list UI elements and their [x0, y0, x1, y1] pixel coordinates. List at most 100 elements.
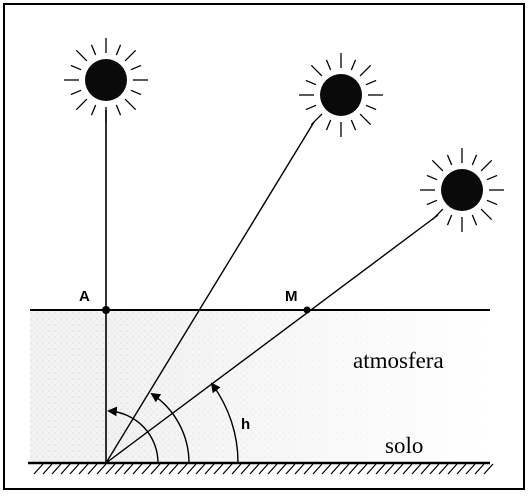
sun-ray [471, 214, 478, 226]
sun-ray [130, 64, 142, 71]
ground-hatch-mark [393, 463, 404, 475]
sun-ray [90, 104, 97, 116]
ground-hatch-mark [438, 463, 449, 475]
ground-hatch-mark [321, 463, 332, 475]
ground-hatch-mark [483, 463, 494, 475]
ground-hatch-mark [348, 463, 359, 475]
sun-ray [431, 208, 444, 221]
sun-ray [305, 79, 317, 86]
ground-hatch-mark [204, 463, 215, 475]
sun-ray [426, 199, 438, 206]
ground-hatch-mark [456, 463, 467, 475]
ground-label: solo [385, 433, 423, 458]
ground-hatch-mark [375, 463, 386, 475]
ground-hatch-mark [420, 463, 431, 475]
ground-hatch-mark [447, 463, 458, 475]
sun-ray [305, 104, 317, 111]
sun-ray [70, 89, 82, 96]
atmosphere-label: atmosfera [353, 348, 444, 373]
ground-surface [28, 461, 494, 475]
zenith-angle-arc [107, 406, 159, 464]
figure-border [3, 3, 525, 490]
ground-hatch-mark [384, 463, 395, 475]
sun-ray [124, 98, 137, 111]
sun-ray [115, 44, 122, 56]
point-a-marker [102, 306, 110, 314]
sun-ray [486, 174, 498, 181]
ground-hatch-mark [258, 463, 269, 475]
sun-ray [115, 104, 122, 116]
ground-hatch-mark [78, 463, 89, 475]
sun-ray [359, 64, 372, 77]
sun-ray [70, 64, 82, 71]
ground-hatch-mark [312, 463, 323, 475]
ground-hatch-mark [465, 463, 476, 475]
point-m-marker [303, 306, 311, 314]
sun-ray [310, 64, 323, 77]
ground-hatch-mark [294, 463, 305, 475]
sun-ray [124, 49, 137, 62]
middle-ray-line [105, 121, 315, 464]
ground-hatch-mark [60, 463, 71, 475]
ground-hatch-mark [42, 463, 53, 475]
ground-hatch-mark [402, 463, 413, 475]
ground-hatch-mark [141, 463, 152, 475]
sun-ray [325, 119, 332, 131]
sun-ray [480, 159, 493, 172]
sun-ray [446, 154, 453, 166]
sun-ray [325, 59, 332, 71]
ground-hatch-mark [150, 463, 161, 475]
sun-ray [90, 44, 97, 56]
sun-ray [130, 89, 142, 96]
ground-hatch-mark [222, 463, 233, 475]
ground-hatch-mark [231, 463, 242, 475]
ground-hatch-mark [87, 463, 98, 475]
low-angle-arc [210, 382, 239, 464]
ground-hatch-mark [366, 463, 377, 475]
middle-angle-arc [150, 392, 190, 464]
sun-icon [299, 53, 383, 137]
low-ray-line [105, 214, 439, 464]
ground-hatch-mark [123, 463, 134, 475]
ground-hatch-mark [240, 463, 251, 475]
sun-ray [365, 104, 377, 111]
sun-ray [365, 79, 377, 86]
ground-hatch-mark [267, 463, 278, 475]
ground-hatch-mark [249, 463, 260, 475]
ground-hatch-mark [105, 463, 116, 475]
ground-hatch-mark [159, 463, 170, 475]
sun-ray [480, 208, 493, 221]
sun-disc [85, 59, 127, 101]
sun-disc [441, 169, 483, 211]
sun-ray [446, 214, 453, 226]
ground-hatch-mark [429, 463, 440, 475]
sun-ray [75, 49, 88, 62]
ground-hatch-mark [96, 463, 107, 475]
ground-hatch-mark [357, 463, 368, 475]
ground-hatch-mark [276, 463, 287, 475]
sun-icon [420, 148, 504, 232]
ground-hatch-mark [411, 463, 422, 475]
ground-hatch-mark [114, 463, 125, 475]
angle-h-label: h [241, 416, 250, 433]
ground-hatch-mark [132, 463, 143, 475]
sun-ray [471, 154, 478, 166]
sun-ray [359, 113, 372, 126]
point-a-label: A [79, 288, 90, 305]
ground-hatch-mark [69, 463, 80, 475]
point-m-label: M [285, 288, 298, 305]
ground-hatch-mark [51, 463, 62, 475]
sun-ray [431, 159, 444, 172]
sun-ray [350, 119, 357, 131]
ground-hatch-mark [168, 463, 179, 475]
sun-ray [486, 199, 498, 206]
sun-ray [350, 59, 357, 71]
ground-hatch-mark [33, 463, 44, 475]
ground-hatch-mark [186, 463, 197, 475]
ground-hatch-mark [303, 463, 314, 475]
ground-hatch-mark [339, 463, 350, 475]
ground-hatch-mark [213, 463, 224, 475]
ground-hatch-mark [285, 463, 296, 475]
sun-disc [320, 74, 362, 116]
